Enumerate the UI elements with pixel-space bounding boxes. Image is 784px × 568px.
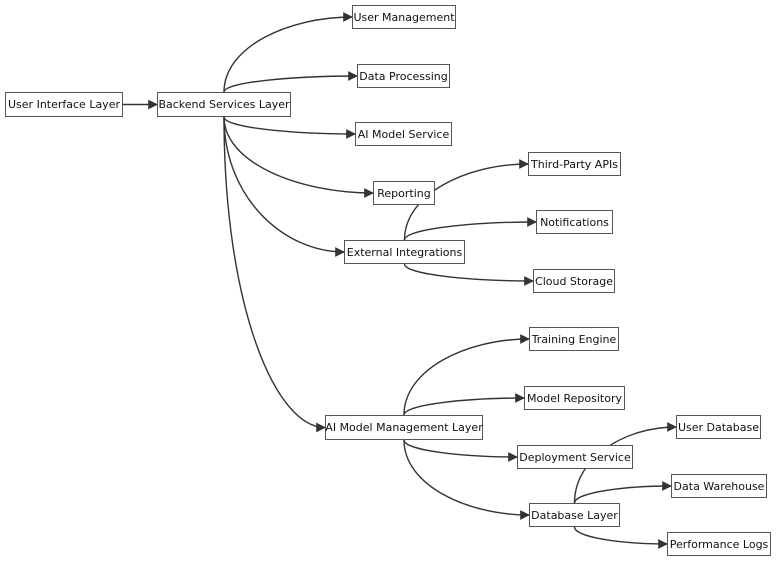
edge-backend-to-ext_int <box>223 116 345 257</box>
edge-backend-to-data_proc <box>223 71 358 93</box>
node-ai-model-management-layer[interactable]: AI Model Management Layer <box>325 415 483 440</box>
node-cloud-storage[interactable]: Cloud Storage <box>533 269 615 293</box>
node-reporting[interactable]: Reporting <box>373 181 435 205</box>
node-external-integrations[interactable]: External Integrations <box>344 240 465 264</box>
node-model-repository[interactable]: Model Repository <box>524 386 625 410</box>
edge-db_layer-to-perf_logs <box>573 526 668 549</box>
node-notifications[interactable]: Notifications <box>536 210 613 234</box>
edge-ai_mgmt-to-training <box>403 334 530 416</box>
node-backend-services-layer[interactable]: Backend Services Layer <box>157 92 291 117</box>
node-ai-model-service[interactable]: AI Model Service <box>355 122 452 146</box>
node-user-interface-layer[interactable]: User Interface Layer <box>5 92 123 117</box>
node-data-processing[interactable]: Data Processing <box>357 64 450 88</box>
node-user-management[interactable]: User Management <box>352 5 456 29</box>
edge-ext_int-to-notifications <box>403 217 537 241</box>
edge-backend-to-ai_mgmt <box>223 116 326 433</box>
edge-backend-to-user_mgmt <box>223 12 353 93</box>
node-data-warehouse[interactable]: Data Warehouse <box>671 474 767 498</box>
edge-ai_mgmt-to-db_layer <box>403 439 530 520</box>
node-deployment-service[interactable]: Deployment Service <box>517 445 633 469</box>
edge-ext_int-to-third_party <box>403 159 529 241</box>
node-third-party-apis[interactable]: Third-Party APIs <box>528 152 621 176</box>
edge-ai_mgmt-to-model_repo <box>403 393 525 416</box>
edge-backend-to-ai_svc <box>223 116 356 139</box>
node-database-layer[interactable]: Database Layer <box>529 503 620 527</box>
edge-ai_mgmt-to-deploy <box>403 439 518 462</box>
node-training-engine[interactable]: Training Engine <box>529 327 619 351</box>
node-performance-logs[interactable]: Performance Logs <box>667 532 771 556</box>
edge-ext_int-to-cloud_storage <box>403 263 534 286</box>
edge-backend-to-reporting <box>223 116 374 198</box>
edge-db_layer-to-data_wh <box>573 481 672 504</box>
node-user-database[interactable]: User Database <box>676 415 761 439</box>
